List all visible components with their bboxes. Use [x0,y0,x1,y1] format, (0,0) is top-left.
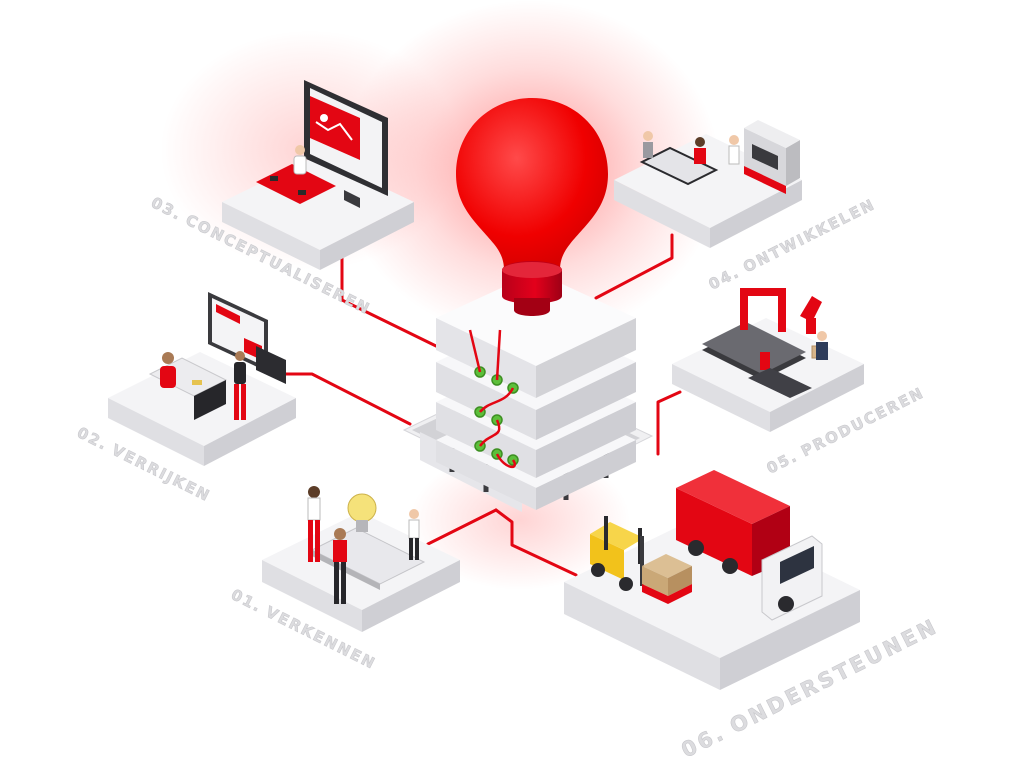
pallet-boxes-icon [642,554,692,578]
engineer-figure [643,131,653,141]
designer-figure [295,145,305,155]
central-bulb-icon [456,98,608,316]
platform-05-produceren [672,288,864,432]
platform-02-verrijken [108,292,296,466]
link-05 [656,390,682,456]
analyst-figure [162,352,174,364]
idea-bulb-icon [347,493,377,523]
robot-arm-icon [740,290,748,330]
link-02 [283,372,412,426]
connection-lines [283,233,682,577]
platform-01-verkennen [262,486,460,632]
platform-04-ontwikkelen [614,120,802,248]
truck-trailer-icon [676,488,752,576]
link-04 [594,233,674,300]
link-03 [340,256,438,348]
central-server-stack [402,272,654,512]
platform-06-ondersteunen [564,470,860,690]
link-06 [494,508,578,577]
presenter-figure [334,528,346,540]
forklift-icon [590,534,624,580]
link-01 [426,508,498,546]
platform-03-conceptualiseren [222,80,414,270]
